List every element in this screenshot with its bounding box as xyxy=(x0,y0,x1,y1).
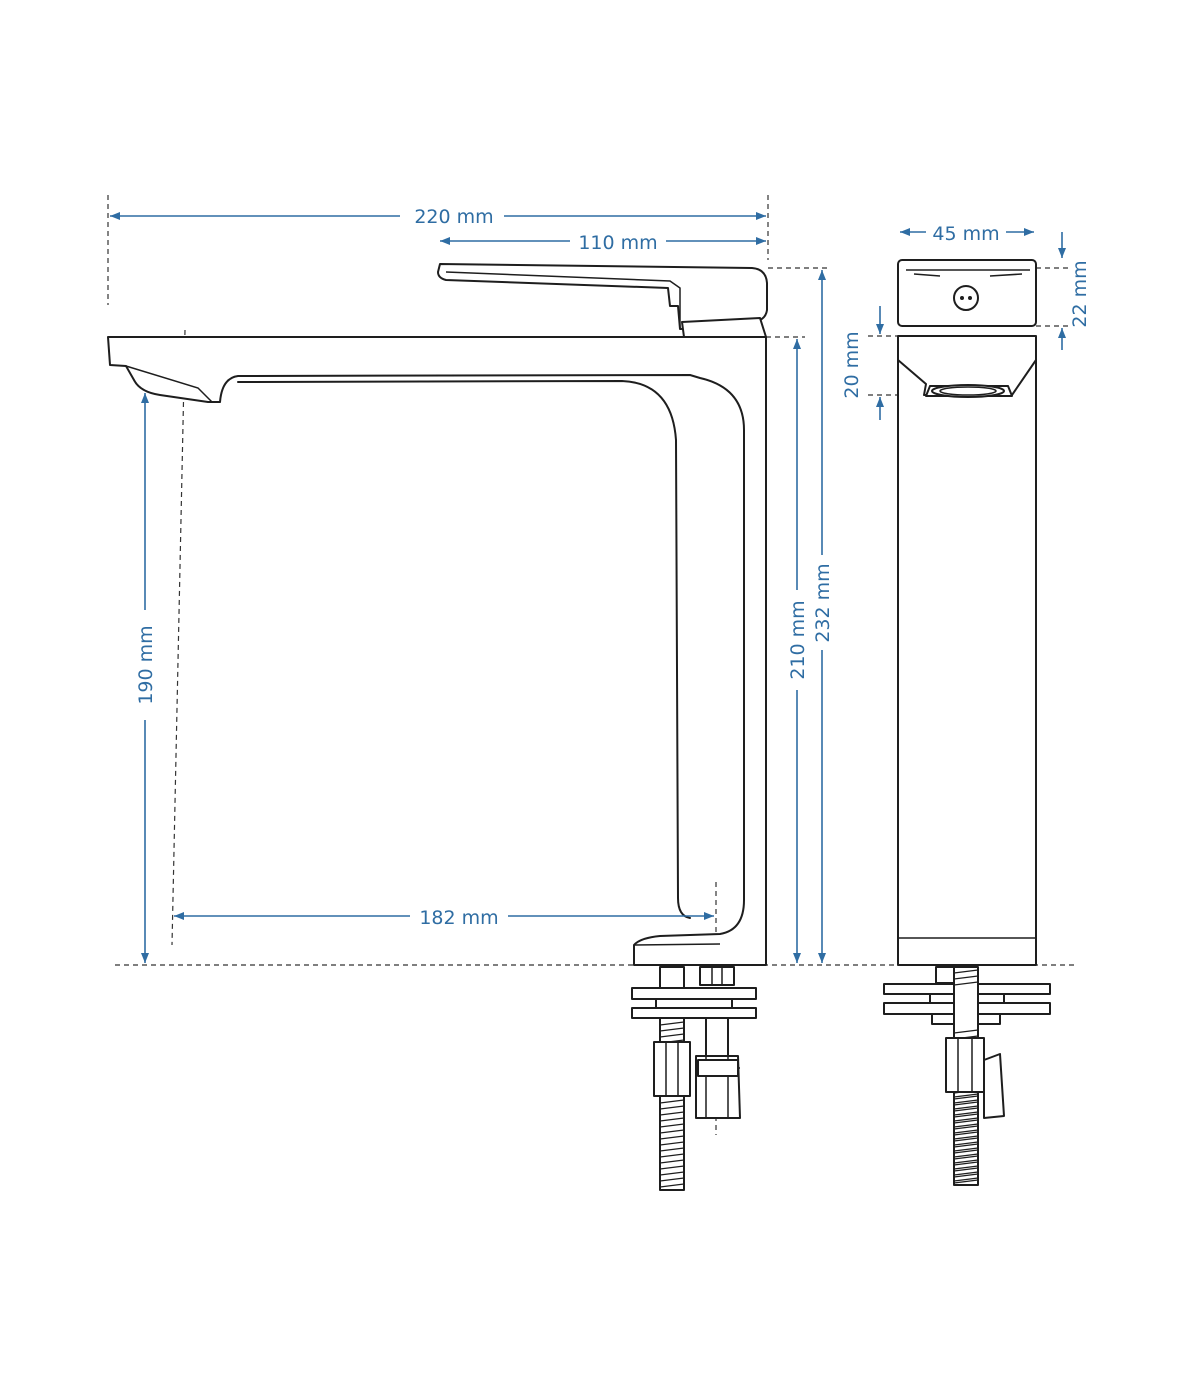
faucet-front-view xyxy=(107,263,768,966)
faucet-side-view xyxy=(897,259,1037,966)
side-mounting-hardware xyxy=(883,966,1051,1186)
dim-spout-reach-label: 182 mm xyxy=(419,907,498,929)
dimension-lines xyxy=(110,212,1066,963)
side-body xyxy=(897,335,1037,966)
dim-handle-length-label: 110 mm xyxy=(578,232,657,254)
dim-spout-outlet-height-label: 20 mm xyxy=(841,331,863,398)
handle-base xyxy=(681,317,767,338)
dim-total-height-label: 232 mm xyxy=(812,563,834,642)
dim-body-width-label: 45 mm xyxy=(932,223,999,245)
faucet-body xyxy=(107,336,767,966)
dimension-labels: 220 mm 110 mm 182 mm 45 mm 190 mm 210 mm… xyxy=(135,206,1091,929)
dim-spout-height-label: 190 mm xyxy=(135,625,157,704)
front-mounting-hardware xyxy=(631,966,757,1191)
dim-total-length-label: 220 mm xyxy=(414,206,493,228)
handle-screw xyxy=(953,285,979,311)
dim-handle-height-label: 22 mm xyxy=(1069,260,1091,327)
dim-body-height-label: 210 mm xyxy=(787,600,809,679)
